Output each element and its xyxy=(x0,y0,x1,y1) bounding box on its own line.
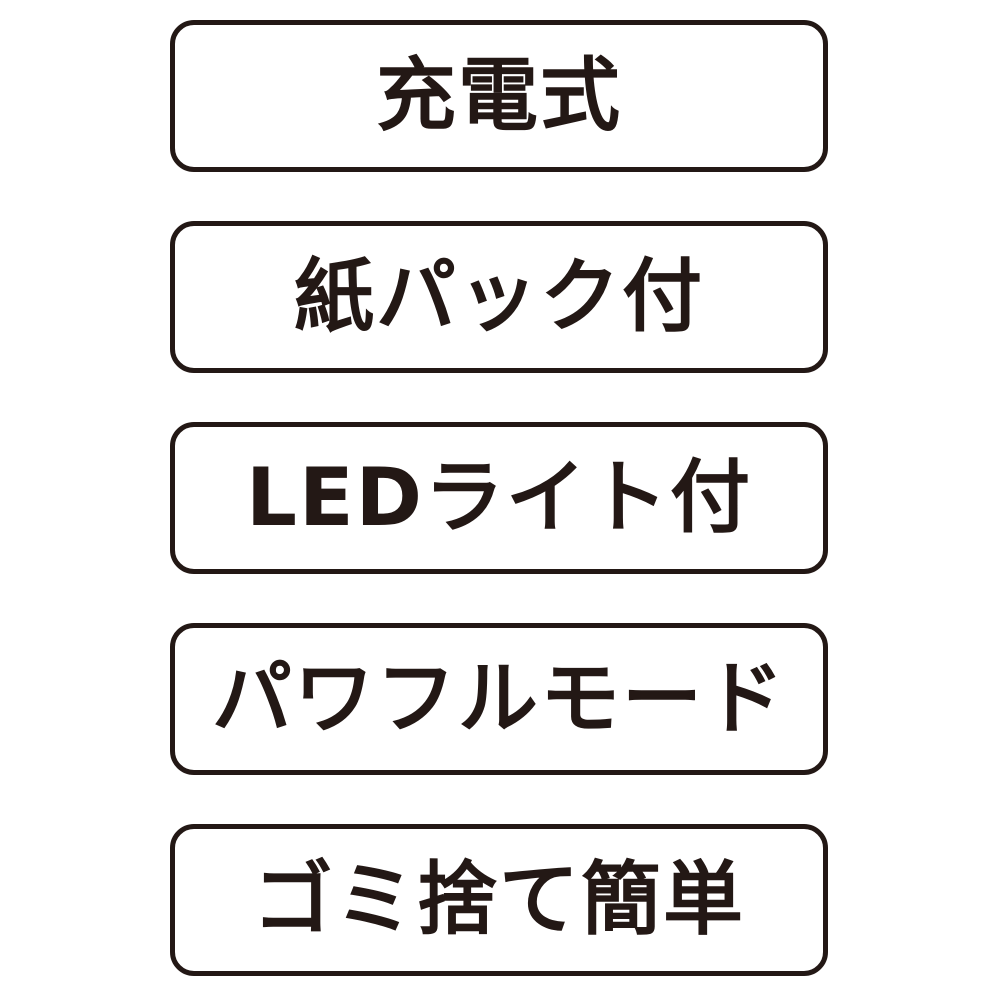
feature-label: LEDライト付 xyxy=(245,451,753,544)
feature-badge-power-mode: パワフルモード xyxy=(170,623,828,775)
feature-label: ゴミ捨て簡単 xyxy=(253,853,745,946)
feature-label: 紙パック付 xyxy=(294,250,704,343)
feature-badge-rechargeable: 充電式 xyxy=(170,20,828,172)
feature-badge-led-light: LEDライト付 xyxy=(170,422,828,574)
feature-badge-easy-disposal: ゴミ捨て簡単 xyxy=(170,824,828,976)
feature-label: 充電式 xyxy=(376,49,622,142)
feature-badge-paper-pack: 紙パック付 xyxy=(170,221,828,373)
feature-label: パワフルモード xyxy=(212,652,786,745)
